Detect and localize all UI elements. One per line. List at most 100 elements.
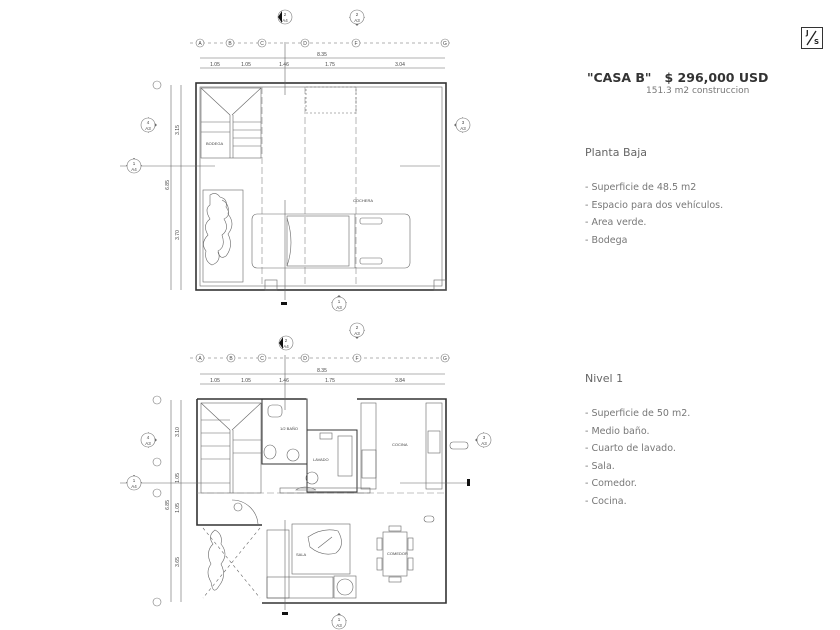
feature-item: - Comedor. xyxy=(585,478,637,489)
house-price: $ 296,000 USD xyxy=(664,70,769,85)
svg-text:6.85: 6.85 xyxy=(165,500,171,510)
section-marker-2-a4: 2A4 xyxy=(278,335,294,351)
svg-text:8.35: 8.35 xyxy=(317,368,327,374)
stairs xyxy=(200,402,262,493)
stairs xyxy=(200,87,262,159)
feature-item: - Superficie de 48.5 m2 xyxy=(585,182,697,193)
svg-text:A3: A3 xyxy=(460,126,466,131)
svg-text:A: A xyxy=(198,356,202,362)
section-markers: 2A4 2A3 4A3 3A3 1A4 1A3 xyxy=(126,322,492,630)
svg-text:A3: A3 xyxy=(145,126,151,131)
svg-text:1: 1 xyxy=(133,161,136,166)
svg-text:A3: A3 xyxy=(481,441,487,446)
svg-text:G: G xyxy=(443,41,447,47)
svg-text:A3: A3 xyxy=(354,331,360,336)
feature-item: - Cuarto de lavado. xyxy=(585,443,676,454)
feature-item: - Espacio para dos vehículos. xyxy=(585,199,724,211)
svg-text:6.85: 6.85 xyxy=(165,180,171,190)
svg-text:4: 4 xyxy=(147,435,150,440)
svg-text:1: 1 xyxy=(338,617,341,622)
grid-markers: A B C D F G xyxy=(152,38,450,90)
room-label-cocina: COCINA xyxy=(392,442,408,447)
garden-plant xyxy=(202,527,261,599)
feature-item: - Bodega xyxy=(585,234,628,246)
section-marker-2-a3: 2A3 xyxy=(349,322,365,339)
brand-logo: J S xyxy=(801,27,823,49)
feature-item: - Superficie de 50 m2. xyxy=(585,408,691,419)
svg-text:3.70: 3.70 xyxy=(175,230,181,240)
svg-text:8.35: 8.35 xyxy=(317,52,327,58)
svg-text:1.05: 1.05 xyxy=(210,378,220,384)
svg-text:1.75: 1.75 xyxy=(325,378,335,384)
plan-nivel-1: A B C D F G 8.35 1.05 1.05 1.46 1.75 3.8… xyxy=(120,322,492,630)
svg-text:A3: A3 xyxy=(336,305,342,310)
svg-text:A4: A4 xyxy=(131,167,137,172)
feature-item: - Cocina. xyxy=(585,495,627,507)
svg-text:A4: A4 xyxy=(131,484,137,489)
svg-text:A: A xyxy=(198,41,202,47)
planta-baja-features: - Superficie de 48.5 m2 - Espacio para d… xyxy=(585,182,723,252)
svg-text:A3: A3 xyxy=(336,623,342,628)
grid-markers: A B C D F G xyxy=(152,353,450,607)
svg-text:3: 3 xyxy=(483,435,486,440)
section-title-nivel-1: Nivel 1 xyxy=(585,372,624,385)
section-marker-3-a3: 3A3 xyxy=(475,432,492,448)
house-title: "CASA B" $ 296,000 USD xyxy=(587,70,768,85)
house-name: "CASA B" xyxy=(587,70,652,85)
section-marker-4-a3: 4A3 xyxy=(140,432,157,448)
svg-text:B: B xyxy=(229,356,233,362)
room-label-bano: 1/2 BAÑO xyxy=(280,426,298,431)
section-marker-1-a3: 1A3 xyxy=(331,295,347,312)
svg-text:A4: A4 xyxy=(283,344,289,349)
svg-text:C: C xyxy=(260,356,264,362)
svg-text:1: 1 xyxy=(133,478,136,483)
section-title-planta-baja: Planta Baja xyxy=(585,146,648,159)
svg-text:1.05: 1.05 xyxy=(210,62,220,68)
section-marker-3-a3: 3A3 xyxy=(454,117,471,133)
dimensions: 8.35 1.05 1.05 1.46 1.75 3.84 6.85 3.10 … xyxy=(165,368,445,602)
plan-planta-baja: A B C D F G 8.35 1.05 1.05 1.46 1.75 3.0… xyxy=(120,9,471,312)
room-label-bodega: BODEGA xyxy=(206,141,223,146)
svg-text:2: 2 xyxy=(356,325,359,330)
svg-text:3: 3 xyxy=(462,120,465,125)
svg-text:1.05: 1.05 xyxy=(241,62,251,68)
svg-text:1.75: 1.75 xyxy=(325,62,335,68)
svg-text:1.05: 1.05 xyxy=(241,378,251,384)
svg-text:A3: A3 xyxy=(145,441,151,446)
dimensions: 8.35 1.05 1.05 1.46 1.75 3.04 6.85 3.15 … xyxy=(165,52,445,290)
section-marker-1-a4: 1A4 xyxy=(126,158,142,174)
section-marker-2-a3: 2A3 xyxy=(349,9,365,26)
svg-text:D: D xyxy=(303,356,307,362)
section-markers: 2A4 2A3 4A3 3A3 1A4 1A3 xyxy=(126,9,471,312)
svg-text:1.46: 1.46 xyxy=(279,378,289,384)
svg-text:1.05: 1.05 xyxy=(175,503,181,513)
truck-drawing xyxy=(251,213,411,269)
feature-item: - Medio baño. xyxy=(585,425,650,437)
room-label-comedor: COMEDOR xyxy=(387,551,408,556)
svg-text:3.04: 3.04 xyxy=(395,62,405,68)
construction-area: 151.3 m2 construccion xyxy=(646,86,750,96)
room-label-cochera: COCHERA xyxy=(353,198,373,203)
svg-text:1.05: 1.05 xyxy=(175,473,181,483)
section-marker-2-a4: 2A4 xyxy=(277,9,293,25)
svg-text:3.84: 3.84 xyxy=(395,378,405,384)
svg-text:F: F xyxy=(355,356,358,362)
svg-text:2: 2 xyxy=(285,338,288,343)
section-marker-1-a4: 1A4 xyxy=(126,475,142,491)
svg-text:2: 2 xyxy=(356,12,359,17)
feature-item: - Sala. xyxy=(585,460,615,472)
svg-text:C: C xyxy=(260,41,264,47)
room-label-sala: SALA xyxy=(296,552,307,557)
svg-text:A3: A3 xyxy=(354,18,360,23)
garden-plant xyxy=(202,189,244,283)
svg-text:2: 2 xyxy=(284,12,287,17)
svg-text:1.46: 1.46 xyxy=(279,62,289,68)
svg-text:A4: A4 xyxy=(282,18,288,23)
section-marker-1-a3: 1A3 xyxy=(331,613,347,630)
svg-text:3.65: 3.65 xyxy=(175,557,181,567)
svg-text:F: F xyxy=(354,41,357,47)
svg-text:3.10: 3.10 xyxy=(175,427,181,437)
nivel-1-features: - Superficie de 50 m2. - Medio baño. - C… xyxy=(585,408,690,513)
section-marker-4-a3: 4A3 xyxy=(140,117,157,133)
